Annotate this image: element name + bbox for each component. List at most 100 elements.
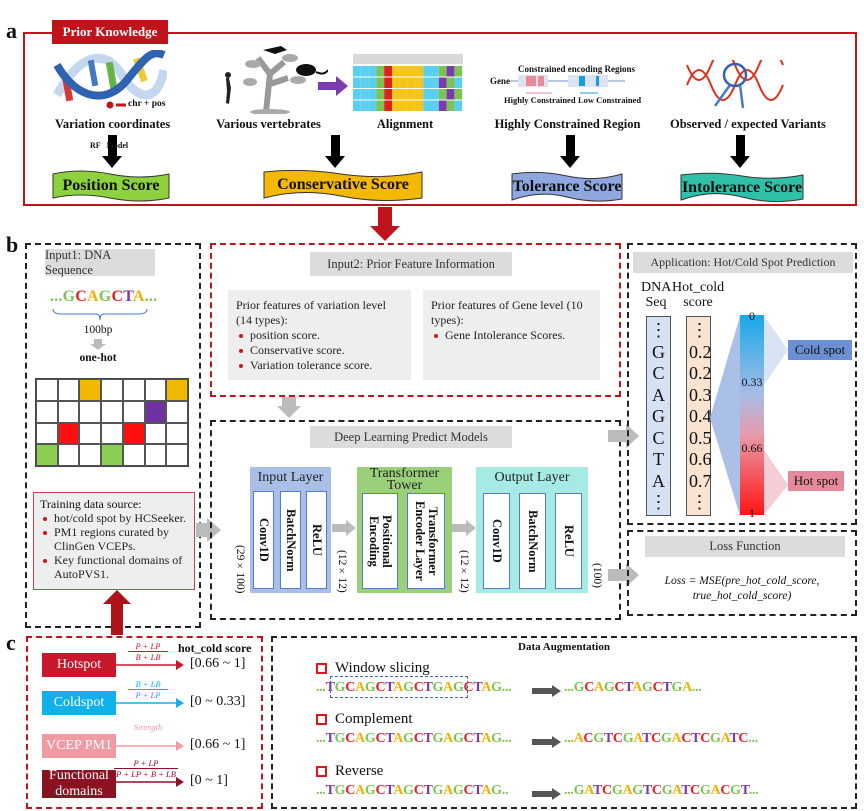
label-source-box: Hotspot — [42, 653, 116, 677]
score-range: [0 ~ 1] — [190, 773, 228, 788]
dark-arrow-icon — [532, 685, 561, 697]
scale-tick: 0.66 — [741, 441, 763, 455]
dna-base: G — [652, 406, 665, 426]
batchnorm-block: BatchNorm — [280, 491, 301, 589]
dna-base: A — [652, 384, 665, 405]
augmentation-output-sequence: ...GATCGAGTCGATCGACGT... — [564, 783, 759, 798]
alignment-cell — [454, 77, 463, 88]
label-source-box: Functional domains — [42, 768, 116, 799]
scale-tick: 0.33 — [741, 375, 763, 389]
variation-feature-item: Variation tolerance score. — [236, 358, 403, 373]
formula-denominator: P + LP — [135, 690, 161, 700]
gray-arrow-icon — [332, 520, 356, 536]
rf-model-label: RF Model — [90, 141, 129, 150]
formula-denominator: B + LB — [135, 652, 161, 662]
encoder-layer-label: Transformer Encoder Layer — [413, 501, 440, 581]
down-arrow-icon — [108, 135, 117, 157]
down-arrowhead-icon — [560, 156, 580, 168]
checkbox-icon — [316, 663, 327, 674]
alignment-cell — [438, 89, 447, 100]
onehot-cell — [144, 444, 167, 466]
arrow-icon — [116, 741, 184, 751]
loss-formula-line: true_hot_cold_score) — [692, 590, 792, 602]
alignment-cell — [415, 77, 424, 88]
alignment-cell — [399, 89, 408, 100]
down-arrow-icon — [331, 135, 340, 157]
input1-header: Input1: DNA Sequence — [45, 248, 155, 277]
output-layer-title: Output Layer — [494, 470, 570, 485]
gray-arrow-icon — [608, 563, 639, 587]
hot-cold-label: Hot_cold — [672, 280, 725, 295]
various-vertebrates-caption: Various vertebrates — [216, 117, 321, 131]
dna-base: C — [652, 427, 665, 448]
input-dna-sequence: ...GCAGCTA... — [50, 288, 158, 305]
loss-panel — [627, 530, 857, 616]
alignment-cell — [438, 100, 447, 111]
onehot-cell — [79, 400, 102, 423]
onehot-cell — [144, 400, 167, 423]
position-score-label: Position Score — [62, 177, 160, 194]
alignment-cell — [353, 66, 361, 77]
loss-header: Loss Function — [645, 536, 845, 557]
alignment-cell — [446, 89, 455, 100]
label-source-box: VCEP PM1 — [42, 734, 116, 758]
dna-helix-icon — [53, 50, 167, 102]
relu-block: ReLU — [306, 491, 327, 589]
score-range: [0.66 ~ 1] — [190, 656, 246, 671]
variation-features-box: Prior features of variation level (14 ty… — [228, 290, 411, 380]
panel-label-b: b — [6, 232, 19, 257]
onehot-cell — [79, 422, 102, 445]
dna-base: ⋮ — [649, 492, 668, 512]
alignment-cell — [353, 89, 361, 100]
dna-base: A — [652, 470, 665, 491]
alignment-cell — [360, 77, 369, 88]
alignment-cell — [423, 77, 431, 88]
onehot-cell — [36, 422, 58, 445]
alignment-cell — [446, 77, 455, 88]
alignment-cell — [415, 100, 424, 111]
alignment-cell — [392, 89, 400, 100]
alignment-cell — [368, 66, 377, 77]
onehot-cell — [144, 422, 167, 445]
alignment-cell — [446, 100, 455, 111]
onehot-cell — [57, 444, 80, 466]
arrow-icon — [116, 698, 184, 708]
loss-formula-line: Loss = MSE(pre_hot_cold_score, — [664, 575, 820, 587]
augmentation-method-label: Complement — [335, 711, 413, 727]
highly-constrained-region-caption: Highly Constrained Region — [494, 117, 641, 131]
alignment-cell — [392, 100, 400, 111]
dna-label: DNA — [641, 280, 672, 295]
alignment-cell — [423, 89, 431, 100]
score-value: ⋮ — [690, 492, 709, 512]
score-value: 0.3 — [689, 384, 712, 405]
relu-label: ReLU — [562, 525, 576, 557]
batchnorm-block: BatchNorm — [519, 493, 546, 589]
augmentation-title: Data Augmentation — [518, 641, 610, 653]
augmentation-method: Window slicing — [316, 660, 430, 677]
alignment-cell — [384, 77, 392, 88]
score-value: 0.7 — [689, 470, 712, 491]
alignment-cell — [407, 66, 416, 77]
down-arrow-icon — [566, 135, 575, 157]
label-source-box: Coldspot — [42, 691, 116, 715]
arrow-icon — [116, 660, 184, 670]
gray-arrow-icon — [94, 339, 102, 345]
encoder-layer-block: Transformer Encoder Layer — [407, 493, 445, 589]
formula-numerator: Strength — [133, 722, 163, 732]
augmentation-input-sequence: ...TGCAGCTAGCTGAGCTAG... — [316, 731, 512, 746]
augmentation-method-label: Window slicing — [335, 660, 430, 676]
window-slice-box — [330, 676, 468, 698]
onehot-cell — [36, 400, 58, 423]
variation-feature-item: position score. — [236, 328, 403, 343]
score-value: 0.2 — [689, 341, 712, 362]
gray-arrow-icon — [196, 523, 208, 537]
score-value: ⋮ — [690, 320, 709, 340]
gene-label: Gene — [490, 76, 510, 86]
tolerance-score-label: Tolerance Score — [512, 177, 622, 195]
prior-knowledge-frame — [23, 32, 857, 206]
relu-block: ReLU — [555, 493, 582, 589]
